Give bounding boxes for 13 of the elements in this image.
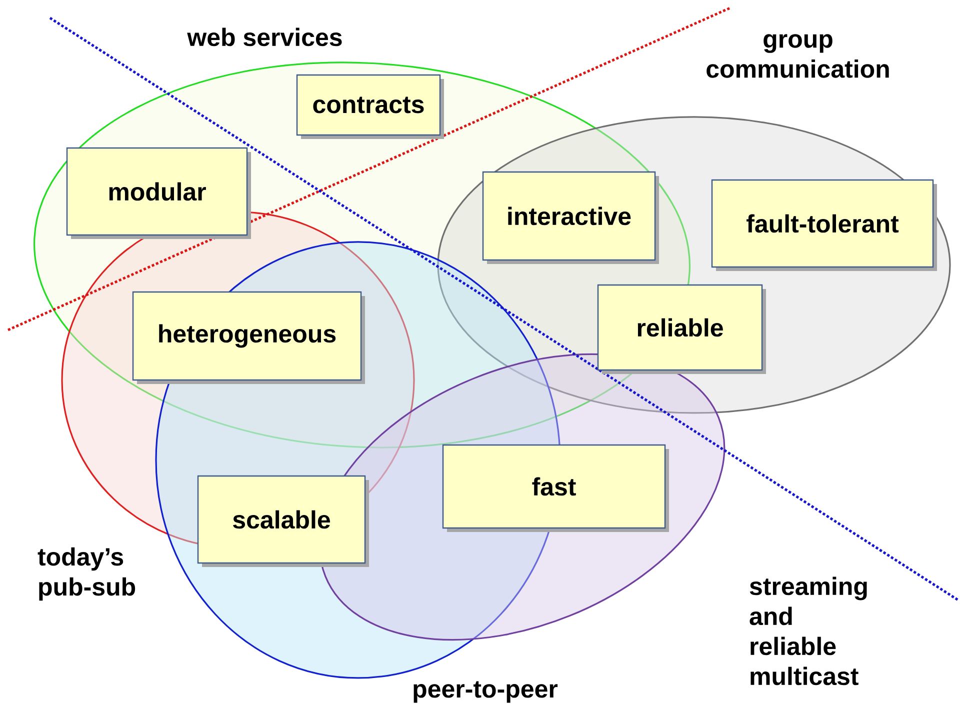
label-box: fault-tolerant [711, 179, 937, 271]
label-box: scalable [197, 475, 369, 567]
label-box: heterogeneous [132, 291, 365, 384]
label-box: contracts [296, 74, 444, 139]
label-box: reliable [597, 284, 766, 374]
label-box: interactive [482, 171, 659, 264]
ellipse-label: web services [187, 28, 342, 46]
ellipse-label: streaming and reliable multicast [750, 576, 867, 686]
label-box: modular [66, 147, 251, 239]
ellipse-label: group communication [706, 34, 889, 78]
ellipse-label: peer-to-peer [414, 681, 558, 703]
ellipse-label: today’s pub-sub [38, 547, 136, 601]
label-box: fast [442, 444, 669, 532]
